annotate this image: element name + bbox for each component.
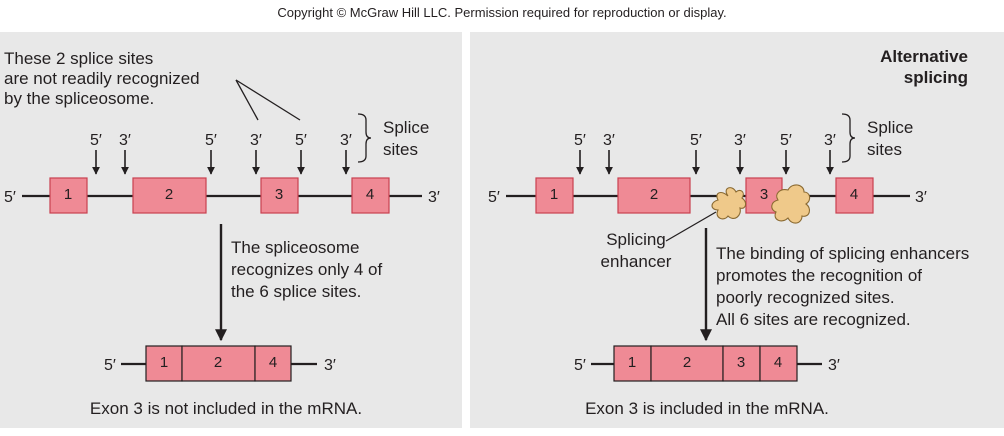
splice-site-label: 3′ [340, 132, 352, 149]
five-prime-end: 5′ [488, 189, 500, 206]
splice-site-label: 5′ [205, 132, 217, 149]
left-diagram: These 2 splice sites are not readily rec… [4, 49, 440, 418]
pointer-line [235, 79, 301, 121]
exon-label: 1 [550, 186, 558, 203]
five-prime-end: 5′ [4, 189, 16, 206]
splice-site-label: 5′ [780, 132, 792, 149]
mrna-exon-label: 2 [214, 354, 222, 371]
mrna-exon-4 [254, 345, 292, 382]
splicing-note-line-3: the 6 splice sites. [231, 282, 361, 301]
mrna-exon-label: 1 [160, 354, 168, 371]
alternative-splicing-panel: Alternative splicing 5′ 3′ 5′ 3′ 5′ 3′ S… [470, 32, 1004, 428]
mrna-exon-1 [613, 345, 652, 382]
mrna-exon-2 [650, 345, 724, 382]
unrecognized-note-line-3: by the spliceosome. [4, 89, 154, 108]
splice-site-label: 3′ [119, 132, 131, 149]
splicing-note-line-1: The binding of splicing enhancers [716, 244, 969, 263]
exon-2 [132, 177, 207, 214]
mrna-three-prime-end: 3′ [324, 357, 336, 374]
mrna-exon-label: 3 [737, 354, 745, 371]
exon-label: 1 [64, 186, 72, 203]
copyright-notice: Copyright © McGraw Hill LLC. Permission … [277, 5, 727, 20]
splice-site-label: 3′ [824, 132, 836, 149]
exon-1 [535, 177, 574, 214]
mrna-exon-1 [145, 345, 183, 382]
mrna-five-prime-end: 5′ [104, 357, 116, 374]
splicing-note-line-4: All 6 sites are recognized. [716, 310, 911, 329]
mrna-three-prime-end: 3′ [828, 357, 840, 374]
constitutive-splicing-panel: These 2 splice sites are not readily rec… [0, 32, 462, 428]
splice-sites-brace [841, 113, 856, 163]
splice-sites-label-line-2: sites [867, 140, 902, 159]
splicing-note-line-3: poorly recognized sites. [716, 288, 895, 307]
splicing-note-line-2: promotes the recognition of [716, 266, 922, 285]
unrecognized-note-line-1: These 2 splice sites [4, 49, 153, 68]
mrna-exon-label: 4 [774, 354, 782, 371]
exon-label: 4 [366, 186, 374, 203]
panel-title-line-1: Alternative [880, 47, 968, 66]
exon-label: 4 [850, 186, 858, 203]
enhancer-label-line-1: Splicing [606, 230, 666, 249]
exon-4 [351, 177, 390, 214]
mrna-exon-label: 1 [628, 354, 636, 371]
exon-4 [835, 177, 874, 214]
splice-sites-label-line-1: Splice [383, 118, 429, 137]
pointer-line [235, 79, 259, 121]
caption: Exon 3 is included in the mRNA. [585, 399, 829, 418]
splice-site-label: 5′ [295, 132, 307, 149]
splicing-enhancer-protein-1 [711, 187, 747, 220]
splice-sites-label-line-2: sites [383, 140, 418, 159]
mrna-exon-label: 4 [269, 354, 277, 371]
exon-3 [260, 177, 299, 214]
exon-label: 2 [165, 186, 173, 203]
three-prime-end: 3′ [915, 189, 927, 206]
splice-sites-brace [357, 113, 372, 163]
three-prime-end: 3′ [428, 189, 440, 206]
splice-site-label: 3′ [734, 132, 746, 149]
exon-label: 2 [650, 186, 658, 203]
mrna-five-prime-end: 5′ [574, 357, 586, 374]
splice-site-label: 3′ [603, 132, 615, 149]
exon-label: 3 [760, 186, 768, 203]
splicing-note-line-2: recognizes only 4 of [231, 260, 382, 279]
splice-site-label: 3′ [250, 132, 262, 149]
exon-1 [49, 177, 88, 214]
splice-site-label: 5′ [690, 132, 702, 149]
splice-sites-label-line-1: Splice [867, 118, 913, 137]
mrna-exon-label: 2 [683, 354, 691, 371]
splice-site-label: 5′ [90, 132, 102, 149]
enhancer-label-line-2: enhancer [601, 252, 672, 271]
unrecognized-note-line-2: are not readily recognized [4, 69, 200, 88]
splice-site-label: 5′ [574, 132, 586, 149]
mrna-exon-2 [181, 345, 256, 382]
splicing-note-line-1: The spliceosome [231, 238, 360, 257]
splicing-enhancer-protein-2 [771, 184, 811, 224]
right-diagram: Alternative splicing 5′ 3′ 5′ 3′ 5′ 3′ S… [488, 47, 969, 418]
mrna-exon-4 [759, 345, 798, 382]
panel-title-line-2: splicing [904, 68, 968, 87]
exon-label: 3 [275, 186, 283, 203]
caption: Exon 3 is not included in the mRNA. [90, 399, 362, 418]
exon-2 [617, 177, 691, 214]
mrna-exon-3 [722, 345, 761, 382]
enhancer-pointer-line [665, 211, 717, 242]
